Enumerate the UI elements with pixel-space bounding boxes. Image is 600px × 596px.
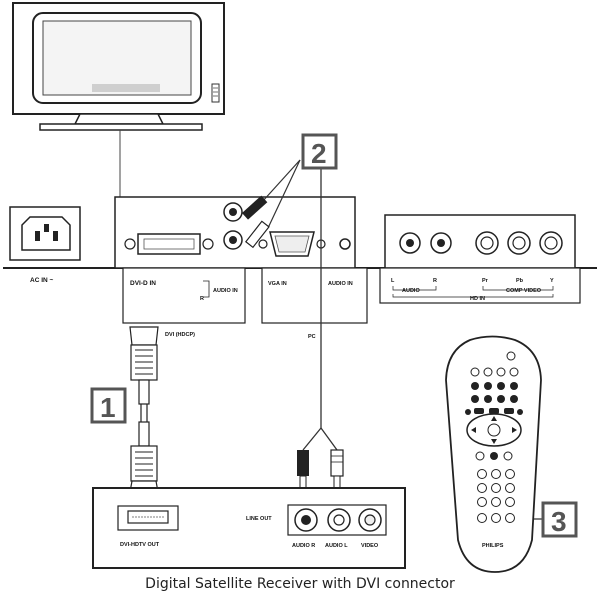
pb-label: Pb <box>516 278 524 284</box>
ac-in-label: AC IN ~ <box>30 277 54 284</box>
svg-text:1: 1 <box>100 392 116 423</box>
pc-label: PC <box>308 334 316 340</box>
receiver-audio-video-jacks <box>294 508 382 532</box>
figure-caption: Digital Satellite Receiver with DVI conn… <box>145 576 455 592</box>
philips-logo-text: PHILIPS <box>482 543 504 549</box>
rear-panel: AC IN ~ <box>3 159 597 340</box>
step-marker-1: 1 <box>90 387 127 424</box>
svg-text:3: 3 <box>551 506 567 537</box>
vga-in-label: VGA IN <box>268 281 287 287</box>
vga-in-port <box>258 231 326 257</box>
audio-in-jack-pc <box>339 238 351 250</box>
dvi-hdtv-out-label: DVI-HDTV OUT <box>120 542 160 548</box>
dvi-d-in-port <box>124 233 214 255</box>
hd-in-label: HD IN <box>470 296 485 302</box>
pr-label: Pr <box>482 278 489 284</box>
audio-cable <box>297 158 344 489</box>
step-marker-2: 2 <box>301 133 338 170</box>
line-out-label: LINE OUT <box>246 516 272 522</box>
tv-illustration <box>12 2 225 198</box>
dvi-d-in-label: DVI-D IN <box>130 280 156 287</box>
video-label: VIDEO <box>361 543 379 549</box>
svg-text:2: 2 <box>311 138 327 169</box>
satellite-receiver: DVI-HDTV OUT LINE OUT AUDIO R AUDIO L VI… <box>92 487 406 569</box>
hd-l-label: L <box>391 278 395 284</box>
dvi-hdcp-label: DVI (HDCP) <box>165 332 195 338</box>
audio-in-jacks-dvi <box>223 202 243 250</box>
audio-group-label: AUDIO <box>402 288 420 294</box>
r-marker-label: R <box>200 296 204 302</box>
comp-video-label: COMP VIDEO <box>506 288 542 294</box>
audio-l-label: AUDIO L <box>325 543 348 549</box>
audio-in-label-pc: AUDIO IN <box>328 281 353 287</box>
audio-in-label-dvi: AUDIO IN <box>213 288 238 294</box>
hd-in-jacks <box>399 231 563 255</box>
y-label: Y <box>550 278 554 284</box>
audio-plugs-inserted <box>241 159 301 249</box>
step-marker-3: 3 <box>516 501 578 538</box>
hd-r-label: R <box>433 278 437 284</box>
audio-r-label: AUDIO R <box>292 543 315 549</box>
dvi-cable <box>129 326 159 493</box>
remote-control: PHILIPS <box>445 335 542 573</box>
